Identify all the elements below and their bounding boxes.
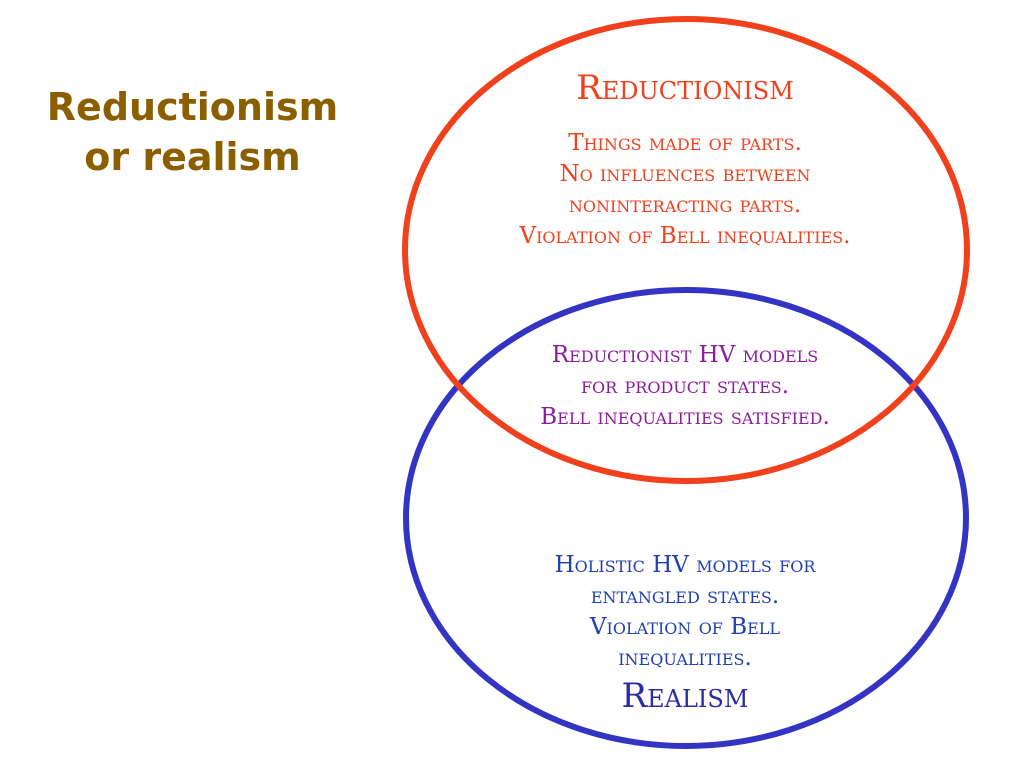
overlap-line: for product states. bbox=[580, 373, 790, 399]
realism-line: Violation of Bell bbox=[589, 614, 781, 640]
realism-heading: Realism bbox=[621, 676, 749, 716]
realism-circle bbox=[403, 287, 969, 749]
realism-line: inequalities. bbox=[618, 645, 752, 671]
reductionism-line: noninteracting parts. bbox=[568, 192, 802, 218]
overlap-line: Reductionist HV models bbox=[551, 342, 819, 368]
reductionism-line: No influences between bbox=[559, 161, 811, 187]
overlap-label: Reductionist HV models for product state… bbox=[470, 340, 900, 433]
realism-line: entangled states. bbox=[590, 583, 780, 609]
reductionism-heading: Reductionism bbox=[576, 68, 794, 108]
slide-title-line-2: or realism bbox=[84, 135, 301, 179]
overlap-line: Bell inequalities satisfied. bbox=[540, 404, 830, 430]
realism-label: Holistic HV models for entangled states.… bbox=[480, 550, 890, 716]
reductionism-line: Violation of Bell inequalities. bbox=[519, 223, 851, 249]
slide-title-line-1: Reductionism bbox=[46, 85, 339, 129]
reductionism-line: Things made of parts. bbox=[568, 130, 802, 156]
slide-title: Reductionism or realism bbox=[30, 82, 355, 182]
reductionism-label: Reductionism Things made of parts. No in… bbox=[460, 68, 910, 252]
realism-line: Holistic HV models for bbox=[554, 552, 816, 578]
reductionism-circle bbox=[402, 16, 970, 484]
